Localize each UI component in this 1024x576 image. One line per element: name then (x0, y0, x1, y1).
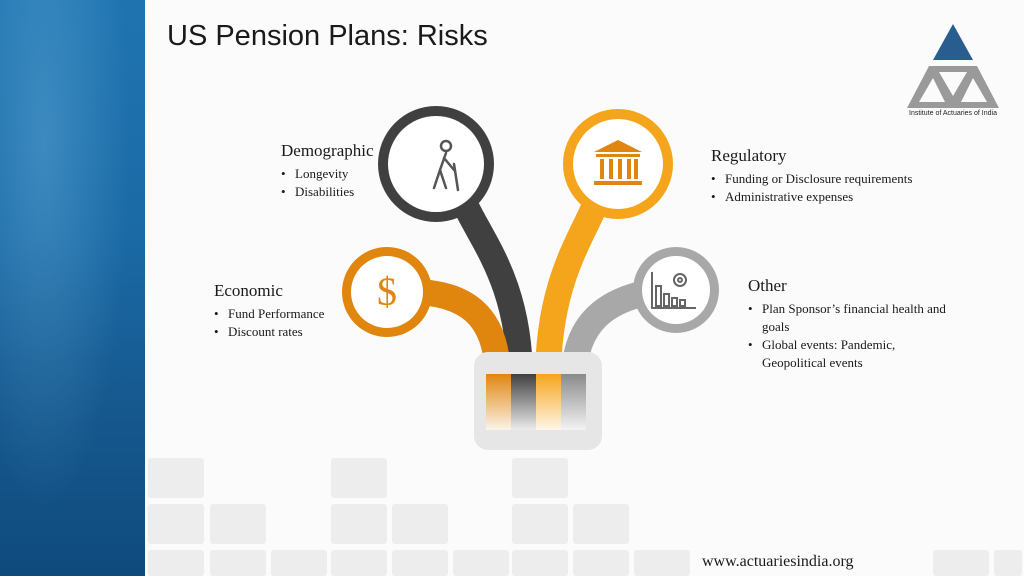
chart-gear-icon (651, 272, 696, 309)
deco-block (271, 550, 327, 576)
deco-block (933, 550, 989, 576)
base-band-economic (486, 374, 511, 430)
other-node (633, 247, 719, 333)
deco-block (148, 504, 204, 544)
deco-block (331, 504, 387, 544)
deco-block (331, 550, 387, 576)
economic-list: Fund Performance Discount rates (214, 305, 324, 341)
demographic-node (378, 106, 494, 222)
dollar-sign-icon: $ (377, 269, 397, 314)
regulatory-heading: Regulatory (711, 146, 787, 165)
list-item: Fund Performance (214, 305, 324, 323)
logo-caption: Institute of Actuaries of India (909, 110, 997, 117)
bank-building-icon (594, 140, 642, 185)
deco-block (392, 504, 448, 544)
deco-block (634, 550, 690, 576)
left-decorative-band (0, 0, 145, 576)
economic-heading: Economic (214, 281, 283, 300)
deco-block (331, 458, 387, 498)
regulatory-node (563, 109, 673, 219)
deco-block (148, 458, 204, 498)
deco-block (453, 550, 509, 576)
demographic-heading: Demographic (281, 141, 374, 160)
list-item: Discount rates (214, 323, 324, 341)
list-item: Plan Sponsor’s financial health and goal… (748, 300, 958, 336)
deco-block (210, 550, 266, 576)
base-band-regulatory (536, 374, 561, 430)
economic-label: Economic Fund Performance Discount rates (214, 281, 324, 341)
slide-canvas (145, 0, 1024, 576)
other-label: Other Plan Sponsor’s financial health an… (748, 276, 958, 372)
deco-block (512, 458, 568, 498)
deco-block (210, 504, 266, 544)
other-heading: Other (748, 276, 787, 295)
deco-block (994, 550, 1022, 576)
base-band-demographic (511, 374, 536, 430)
footer-url: www.actuariesindia.org (702, 553, 854, 570)
page-title: US Pension Plans: Risks (167, 20, 488, 52)
regulatory-list: Funding or Disclosure requirements Admin… (711, 170, 912, 206)
demographic-label: Demographic Longevity Disabilities (281, 141, 374, 201)
other-list: Plan Sponsor’s financial health and goal… (748, 300, 958, 372)
list-item: Administrative expenses (711, 188, 912, 206)
deco-block (512, 504, 568, 544)
actuaries-logo (907, 24, 999, 108)
deco-block (573, 504, 629, 544)
decorative-blocks (145, 0, 1024, 576)
list-item: Disabilities (281, 183, 374, 201)
deco-block (148, 550, 204, 576)
elderly-person-icon (432, 139, 460, 192)
deco-block (573, 550, 629, 576)
regulatory-label: Regulatory Funding or Disclosure require… (711, 146, 912, 206)
deco-block (512, 550, 568, 576)
list-item: Funding or Disclosure requirements (711, 170, 912, 188)
economic-node: $ (342, 247, 432, 337)
deco-block (392, 550, 448, 576)
base-band-other (561, 374, 586, 430)
demographic-list: Longevity Disabilities (281, 165, 374, 201)
list-item: Global events: Pandemic, Geopolitical ev… (748, 336, 958, 372)
list-item: Longevity (281, 165, 374, 183)
